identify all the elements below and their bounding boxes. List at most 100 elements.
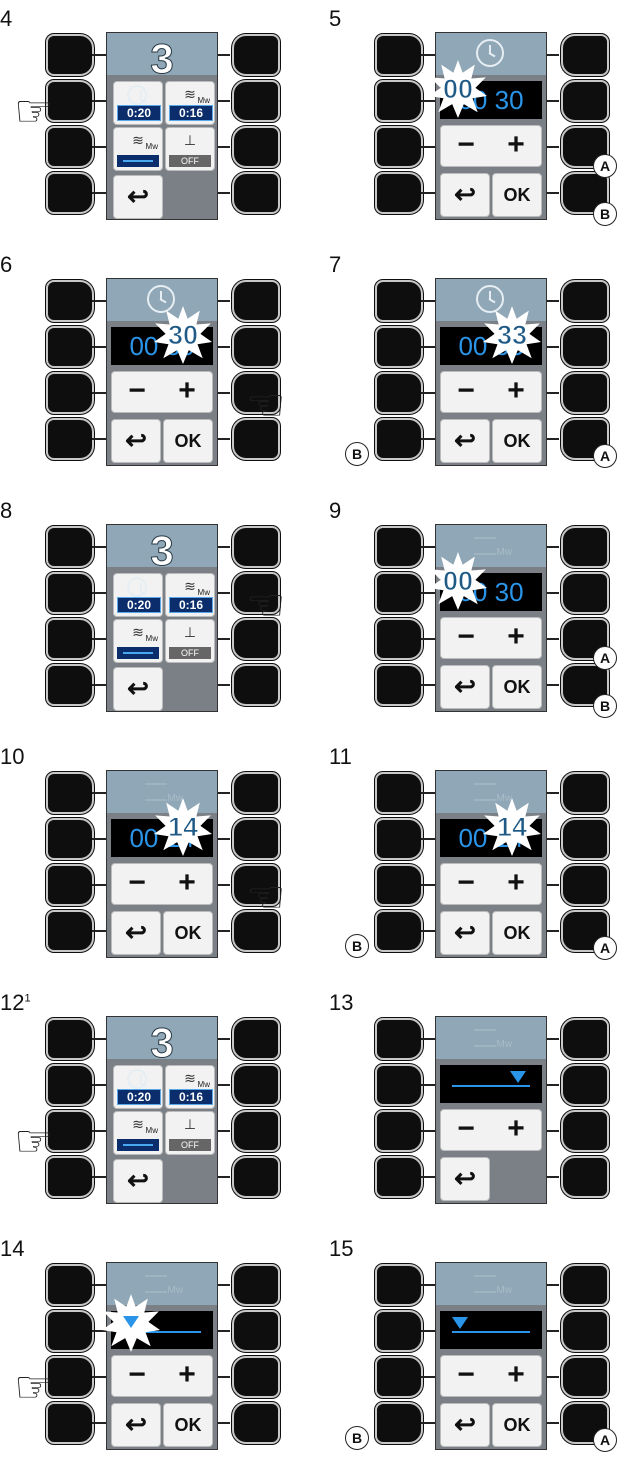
back-button[interactable]: ↩ <box>440 419 490 463</box>
back-button[interactable]: ↩ <box>113 1159 163 1203</box>
ok-button[interactable]: OK <box>163 419 213 463</box>
plus-button[interactable]: + <box>491 1356 541 1394</box>
back-button[interactable]: ↩ <box>113 175 163 219</box>
right-button-2[interactable] <box>561 1064 609 1106</box>
child-lock-tile[interactable]: ⊥OFF <box>165 127 215 171</box>
back-button[interactable]: ↩ <box>111 419 161 463</box>
minus-button[interactable]: − <box>112 864 162 902</box>
left-button-3[interactable] <box>375 372 423 414</box>
plus-button[interactable]: + <box>162 372 212 410</box>
timer-tile[interactable]: 0:20 <box>113 573 163 617</box>
right-button-2[interactable] <box>232 1310 280 1352</box>
left-button-1[interactable] <box>46 1018 94 1060</box>
right-button-3[interactable] <box>232 126 280 168</box>
right-button-1[interactable] <box>561 1264 609 1306</box>
plus-button[interactable]: + <box>162 1356 212 1394</box>
right-button-1[interactable] <box>561 1018 609 1060</box>
ok-button[interactable]: OK <box>163 1403 213 1447</box>
right-button-1[interactable] <box>232 34 280 76</box>
minus-button[interactable]: − <box>441 1110 491 1148</box>
left-button-1[interactable] <box>375 1264 423 1306</box>
timer-tile[interactable]: 0:20 <box>113 1065 163 1109</box>
right-button-4[interactable] <box>561 1156 609 1198</box>
left-button-1[interactable] <box>46 772 94 814</box>
right-button-4[interactable] <box>232 664 280 706</box>
right-button-3[interactable] <box>561 1356 609 1398</box>
right-button-2[interactable] <box>561 572 609 614</box>
timer-tile[interactable]: 0:20 <box>113 81 163 125</box>
left-button-4[interactable] <box>375 1156 423 1198</box>
left-button-4[interactable] <box>375 910 423 952</box>
right-button-1[interactable] <box>232 1018 280 1060</box>
left-button-3[interactable] <box>375 126 423 168</box>
right-button-1[interactable] <box>232 526 280 568</box>
back-button[interactable]: ↩ <box>440 173 490 217</box>
left-button-3[interactable] <box>46 864 94 906</box>
left-button-2[interactable] <box>46 326 94 368</box>
right-button-1[interactable] <box>561 526 609 568</box>
ok-button[interactable]: OK <box>492 419 542 463</box>
left-button-1[interactable] <box>46 526 94 568</box>
microwave-timer-tile[interactable]: ≋Mw0:16 <box>165 81 215 125</box>
minus-button[interactable]: − <box>441 372 491 410</box>
back-button[interactable]: ↩ <box>113 667 163 711</box>
ok-button[interactable]: OK <box>492 1403 542 1447</box>
right-button-3[interactable] <box>232 1356 280 1398</box>
left-button-3[interactable] <box>46 618 94 660</box>
ok-button[interactable]: OK <box>492 665 542 709</box>
microwave-power-tile[interactable]: ≋Mw <box>113 127 163 171</box>
right-button-2[interactable] <box>561 818 609 860</box>
minus-button[interactable]: − <box>112 372 162 410</box>
right-button-1[interactable] <box>232 1264 280 1306</box>
ok-button[interactable]: OK <box>492 911 542 955</box>
left-button-2[interactable] <box>46 818 94 860</box>
right-button-1[interactable] <box>232 772 280 814</box>
right-button-1[interactable] <box>232 280 280 322</box>
left-button-1[interactable] <box>375 526 423 568</box>
right-button-2[interactable] <box>232 80 280 122</box>
left-button-4[interactable] <box>46 910 94 952</box>
right-button-4[interactable] <box>232 1402 280 1444</box>
right-button-2[interactable] <box>232 818 280 860</box>
right-button-3[interactable] <box>561 864 609 906</box>
left-button-3[interactable] <box>375 1356 423 1398</box>
back-button[interactable]: ↩ <box>111 911 161 955</box>
right-button-1[interactable] <box>561 280 609 322</box>
back-button[interactable]: ↩ <box>440 1403 490 1447</box>
left-button-3[interactable] <box>375 618 423 660</box>
back-button[interactable]: ↩ <box>111 1403 161 1447</box>
right-button-2[interactable] <box>561 1310 609 1352</box>
right-button-3[interactable] <box>561 372 609 414</box>
plus-button[interactable]: + <box>162 864 212 902</box>
minus-button[interactable]: − <box>441 126 491 164</box>
right-button-4[interactable] <box>232 1156 280 1198</box>
right-button-1[interactable] <box>561 34 609 76</box>
minus-button[interactable]: − <box>112 1356 162 1394</box>
minus-button[interactable]: − <box>441 1356 491 1394</box>
left-button-2[interactable] <box>375 1310 423 1352</box>
right-button-4[interactable] <box>232 172 280 214</box>
right-button-3[interactable] <box>561 1110 609 1152</box>
left-button-1[interactable] <box>375 280 423 322</box>
left-button-2[interactable] <box>375 818 423 860</box>
plus-button[interactable]: + <box>491 1110 541 1148</box>
left-button-4[interactable] <box>46 418 94 460</box>
left-button-2[interactable] <box>375 572 423 614</box>
ok-button[interactable]: OK <box>163 911 213 955</box>
left-button-1[interactable] <box>375 772 423 814</box>
plus-button[interactable]: + <box>491 618 541 656</box>
microwave-power-tile[interactable]: ≋Mw <box>113 1111 163 1155</box>
plus-button[interactable]: + <box>491 864 541 902</box>
back-button[interactable]: ↩ <box>440 911 490 955</box>
left-button-4[interactable] <box>375 1402 423 1444</box>
right-button-2[interactable] <box>561 80 609 122</box>
left-button-4[interactable] <box>46 664 94 706</box>
right-button-3[interactable] <box>232 1110 280 1152</box>
left-button-3[interactable] <box>375 864 423 906</box>
back-button[interactable]: ↩ <box>440 1157 490 1201</box>
back-button[interactable]: ↩ <box>440 665 490 709</box>
right-button-2[interactable] <box>232 1064 280 1106</box>
plus-button[interactable]: + <box>491 372 541 410</box>
